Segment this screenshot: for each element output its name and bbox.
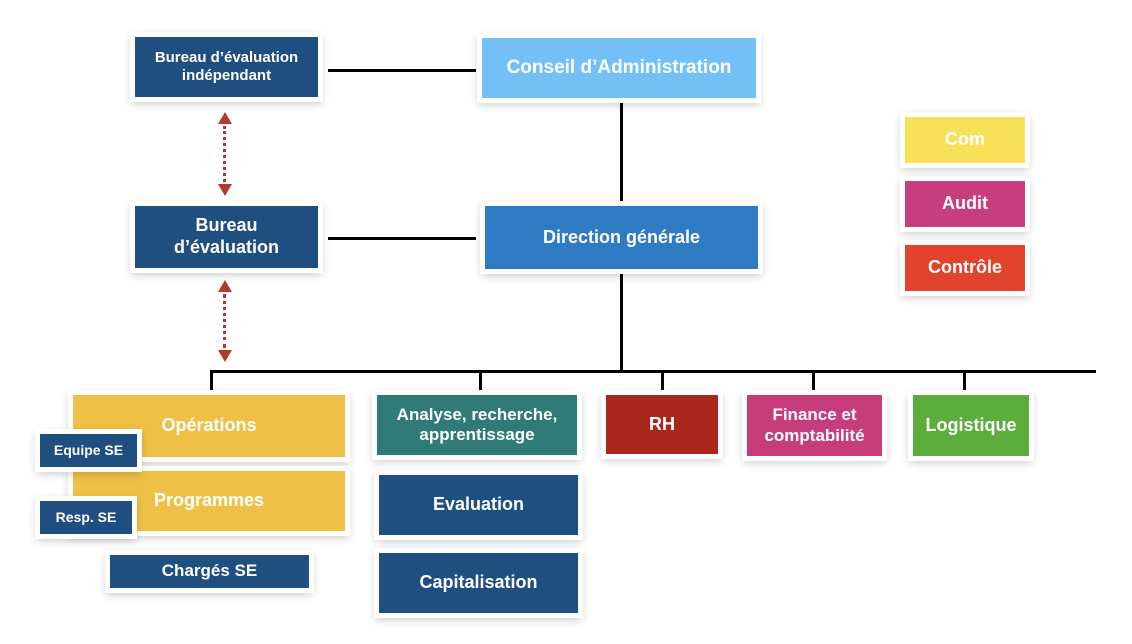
legend-audit-box: Audit: [900, 176, 1030, 232]
rh-box: RH: [601, 390, 723, 459]
analyse-recherche-box: Analyse, recherche, apprentissage: [372, 390, 582, 460]
charges-se-label: Chargés SE: [161, 561, 258, 581]
arrow-down-icon: [218, 184, 232, 196]
connector-line: [963, 370, 966, 394]
conseil-administration-box: Conseil d’Administration: [477, 33, 761, 103]
operations-label: Opérations: [161, 415, 257, 436]
connector-line: [210, 370, 1096, 373]
dotted-connector: [223, 126, 226, 182]
programmes-label: Programmes: [153, 490, 265, 511]
bureau-evaluation-independant-label: Bureau d’évaluation indépendant: [154, 49, 299, 84]
resp-se-box: Resp. SE: [35, 496, 137, 539]
connector-line: [328, 69, 476, 72]
connector-line: [812, 370, 815, 394]
evaluation-box: Evaluation: [374, 470, 583, 540]
connector-line: [210, 370, 213, 394]
bureau-evaluation-independant-box: Bureau d’évaluation indépendant: [130, 32, 323, 102]
direction-generale-box: Direction générale: [480, 201, 763, 274]
connector-line: [620, 98, 623, 206]
dotted-connector: [223, 294, 226, 348]
finance-comptabilite-label: Finance et comptabilité: [764, 405, 865, 445]
legend-audit-label: Audit: [942, 193, 988, 214]
legend-controle-box: Contrôle: [900, 240, 1030, 296]
equipe-se-box: Equipe SE: [35, 429, 142, 472]
logistique-box: Logistique: [908, 390, 1034, 461]
connector-line: [328, 237, 476, 240]
arrow-down-icon: [218, 350, 232, 362]
conseil-administration-label: Conseil d’Administration: [506, 56, 732, 78]
connector-line: [661, 370, 664, 394]
connector-line: [479, 370, 482, 394]
logistique-label: Logistique: [925, 414, 1017, 435]
bureau-evaluation-box: Bureau d’évaluation: [130, 201, 323, 273]
capitalisation-box: Capitalisation: [374, 548, 583, 618]
finance-comptabilite-box: Finance et comptabilité: [742, 390, 887, 461]
bureau-evaluation-label: Bureau d’évaluation: [173, 215, 280, 257]
rh-label: RH: [649, 413, 675, 434]
resp-se-label: Resp. SE: [55, 509, 117, 526]
capitalisation-label: Capitalisation: [419, 572, 538, 593]
legend-controle-label: Contrôle: [928, 257, 1002, 278]
connector-line: [620, 269, 623, 372]
legend-com-label: Com: [945, 129, 985, 150]
arrow-up-icon: [218, 280, 232, 292]
evaluation-label: Evaluation: [432, 494, 525, 515]
analyse-recherche-label: Analyse, recherche, apprentissage: [396, 404, 558, 444]
arrow-up-icon: [218, 112, 232, 124]
legend-com-box: Com: [900, 112, 1030, 168]
direction-generale-label: Direction générale: [542, 226, 701, 247]
charges-se-box: Chargés SE: [105, 550, 314, 593]
equipe-se-label: Equipe SE: [53, 442, 124, 459]
